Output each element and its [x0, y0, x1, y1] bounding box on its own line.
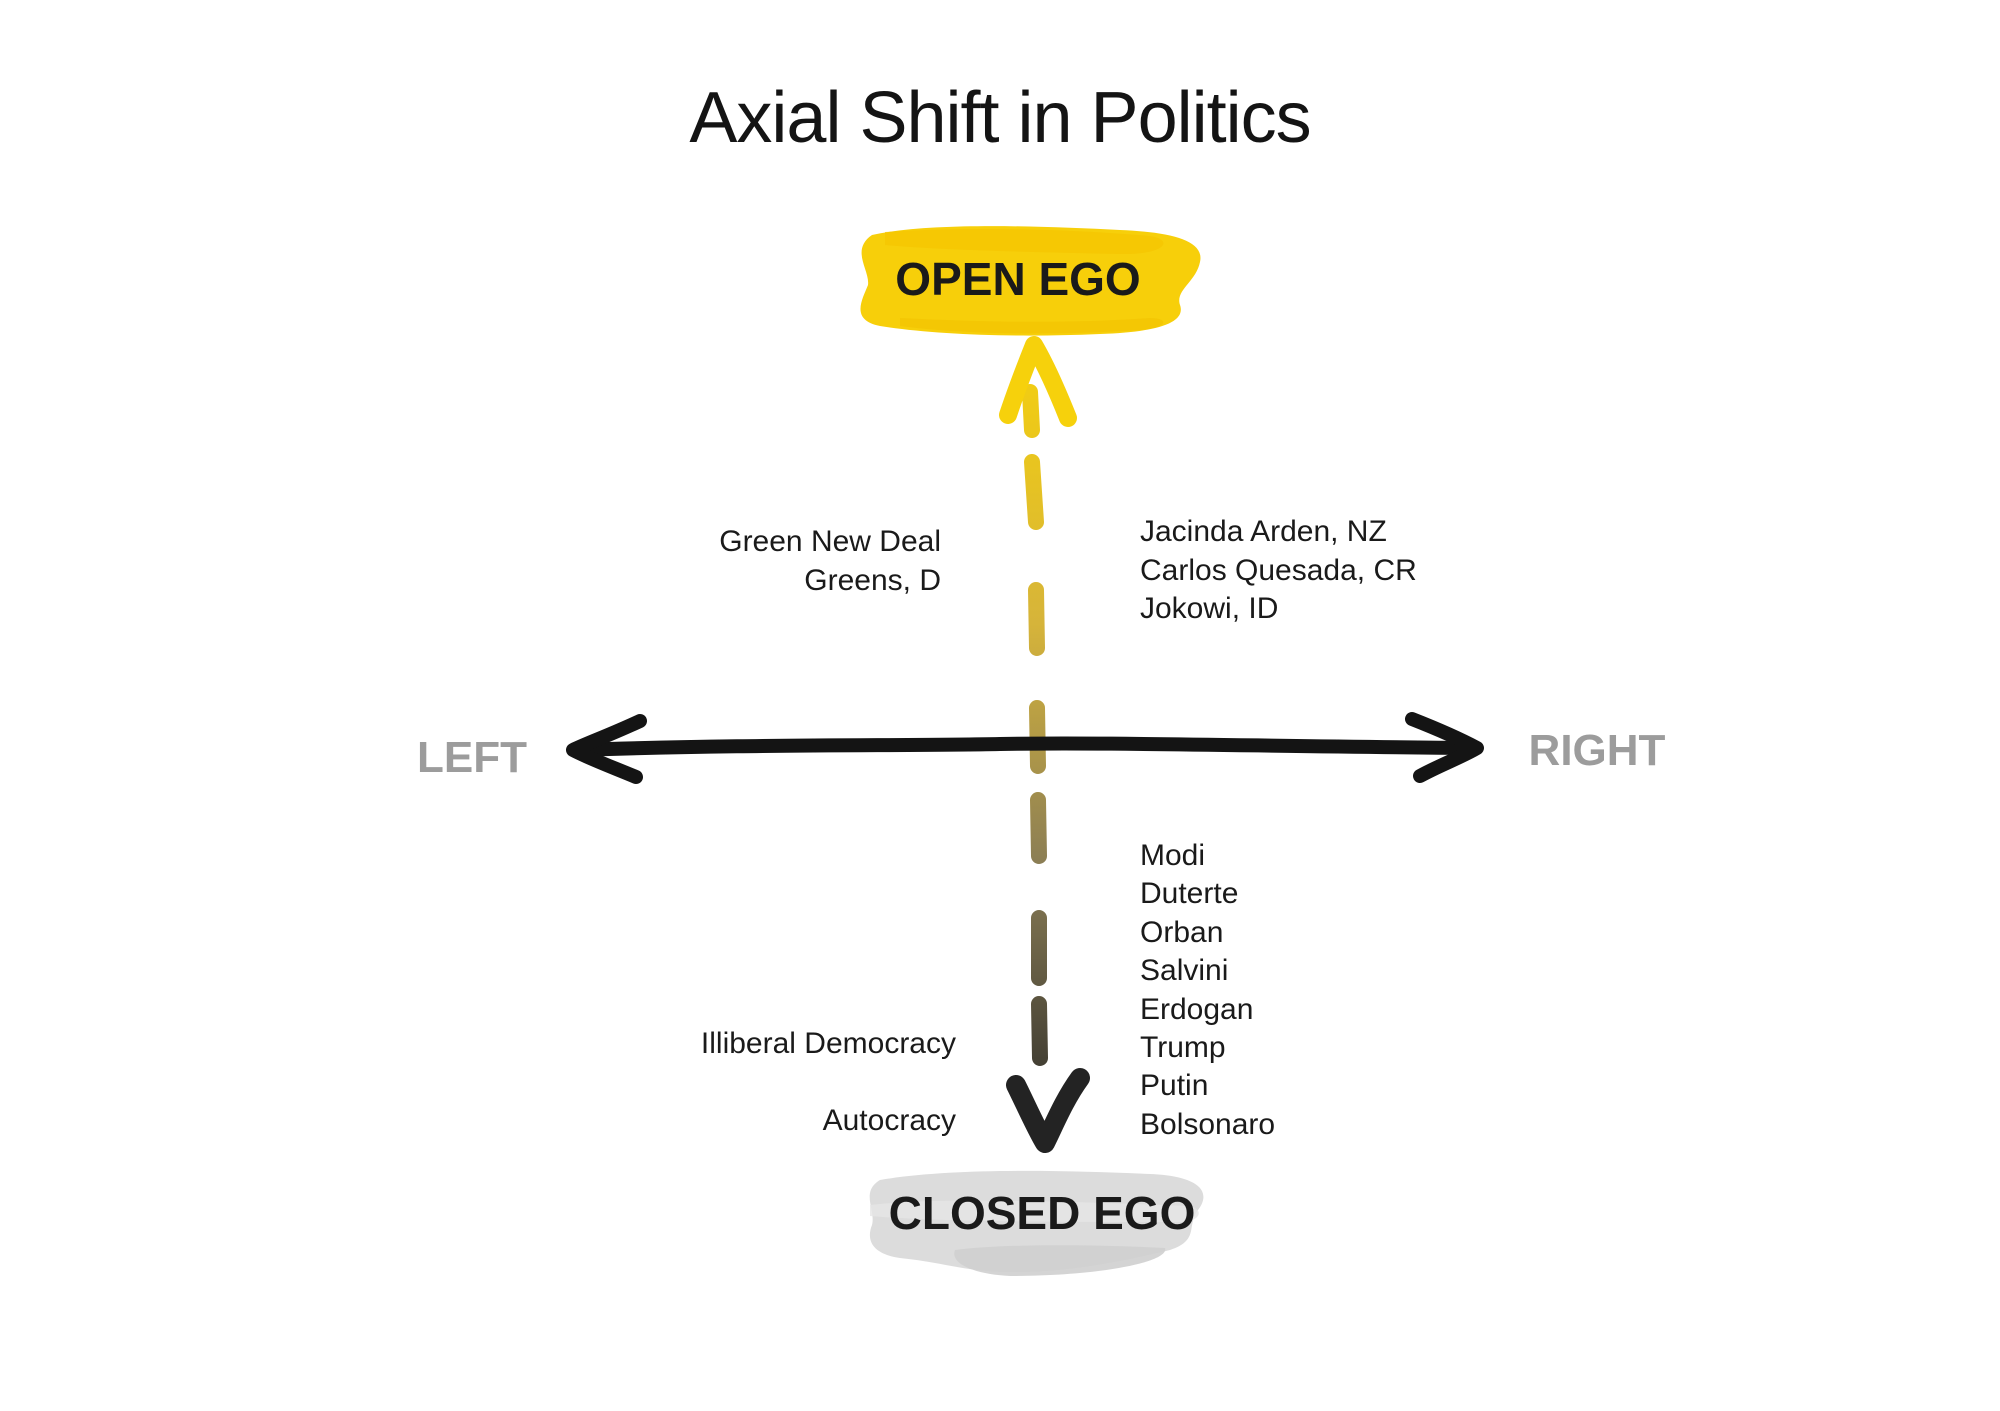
note-orban: Orban: [1140, 916, 1223, 949]
vertical-axis-dash-top: [1022, 384, 1040, 438]
lower-right-notes: Modi Duterte Orban Salvini Erdogan Trump…: [1140, 839, 1275, 1141]
note-greens-d: Greens, D: [804, 564, 941, 597]
note-autocracy: Autocracy: [823, 1104, 956, 1137]
note-duterte: Duterte: [1140, 877, 1238, 910]
note-green-new-deal: Green New Deal: [719, 525, 941, 558]
upper-left-notes: Green New Deal Greens, D: [719, 525, 941, 597]
lower-left-notes: Illiberal Democracy Autocracy: [701, 1027, 956, 1137]
right-label: RIGHT: [1529, 726, 1666, 775]
vertical-axis-dashes: [1024, 454, 1048, 1066]
note-putin: Putin: [1140, 1069, 1208, 1102]
closed-ego-highlight: [869, 1170, 1204, 1276]
note-salvini: Salvini: [1140, 954, 1228, 987]
open-ego-label: OPEN EGO: [895, 253, 1140, 305]
right-arrowhead: [1405, 712, 1484, 783]
closed-ego-label: CLOSED EGO: [889, 1187, 1196, 1239]
down-arrowhead: [1006, 1068, 1090, 1153]
left-label: LEFT: [417, 733, 527, 782]
note-bolsonaro: Bolsonaro: [1140, 1108, 1275, 1141]
left-arrowhead: [566, 714, 647, 784]
note-trump: Trump: [1140, 1031, 1226, 1064]
upper-right-notes: Jacinda Arden, NZ Carlos Quesada, CR Jok…: [1140, 515, 1417, 625]
note-erdogan: Erdogan: [1140, 993, 1253, 1026]
note-illiberal-democracy: Illiberal Democracy: [701, 1027, 956, 1060]
note-carlos-quesada: Carlos Quesada, CR: [1140, 554, 1417, 587]
open-ego-highlight: [860, 226, 1201, 336]
note-modi: Modi: [1140, 839, 1205, 872]
up-arrowhead: [999, 336, 1077, 427]
note-jacinda-arden: Jacinda Arden, NZ: [1140, 515, 1387, 548]
note-jokowi: Jokowi, ID: [1140, 592, 1278, 625]
page-title: Axial Shift in Politics: [689, 78, 1310, 158]
horizontal-axis-line: [568, 736, 1482, 757]
horizontal-axis-arrow: [566, 712, 1484, 784]
